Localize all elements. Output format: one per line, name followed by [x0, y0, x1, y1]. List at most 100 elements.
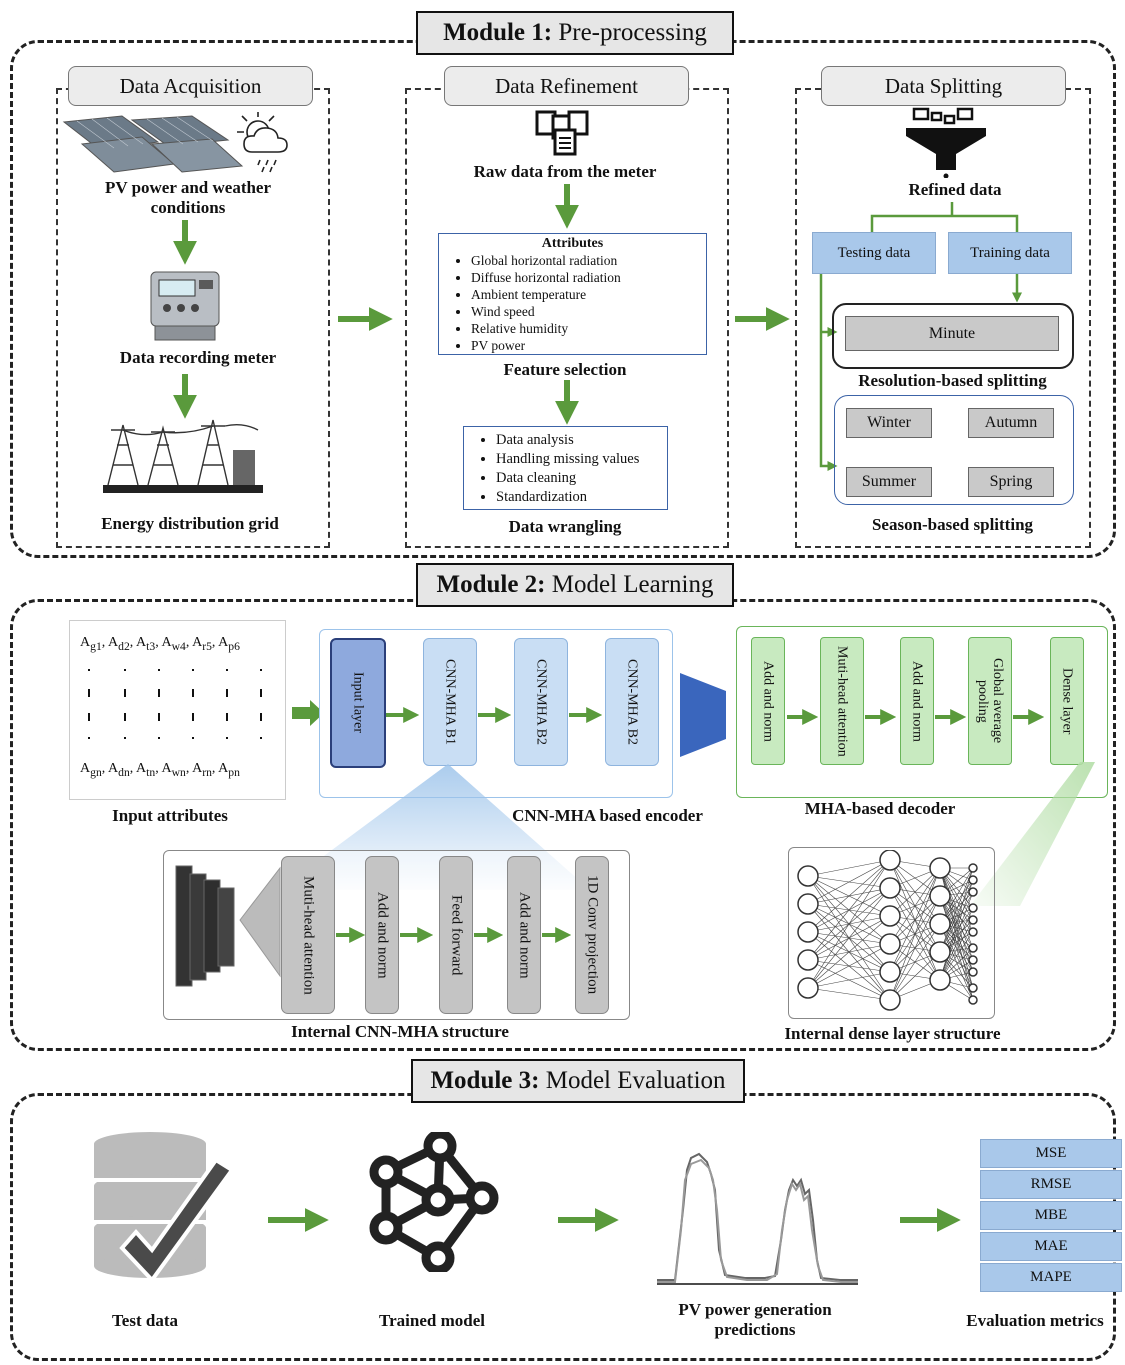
acquisition-title: Data Acquisition	[68, 66, 313, 106]
raw-data-icon	[535, 110, 589, 156]
dense-zoom-beam	[970, 762, 1095, 906]
acq-arrow-1	[173, 220, 197, 265]
splitting-title: Data Splitting	[821, 66, 1066, 106]
internal-mha: Muti-head attention	[281, 856, 335, 1014]
dense-edge	[889, 951, 941, 1001]
wrangling-item: Data analysis	[496, 431, 667, 450]
dense-edge	[939, 907, 974, 981]
dense-node	[968, 887, 978, 897]
conv-feature-maps-icon	[175, 865, 281, 987]
decoder-caption: MHA-based decoder	[804, 799, 956, 818]
dense-node	[929, 857, 951, 879]
season-winter: Winter	[846, 408, 932, 438]
attribute-item: Wind speed	[471, 303, 706, 320]
internal-arrows	[336, 927, 572, 943]
decoder-add-norm-2: Add and norm	[900, 637, 934, 765]
solar-panel-icon	[62, 112, 288, 173]
pv-predictions-caption: PV power generation predictions	[678, 1300, 832, 1339]
attr-symbol: Ad2,	[108, 635, 137, 653]
dense-node	[968, 863, 978, 873]
attr-symbol: At3,	[136, 635, 162, 653]
dense-node	[879, 933, 901, 955]
grid-caption: Energy distribution grid	[101, 514, 279, 533]
encoder-inner-arrows	[386, 707, 603, 723]
dense-node	[879, 905, 901, 927]
decoder-gap: Global average pooling	[968, 637, 1012, 765]
dense-edge	[807, 915, 891, 989]
season-frame	[834, 395, 1074, 505]
resolution-frame	[832, 303, 1074, 369]
season-spring: Spring	[968, 467, 1054, 497]
metrics-caption: Evaluation metrics	[966, 1311, 1104, 1330]
attr-symbol: Aw4,	[161, 635, 193, 653]
acq-arrow-2	[173, 374, 197, 419]
meter-icon	[150, 271, 220, 341]
dense-node	[929, 913, 951, 935]
wrangling-box: Data analysis Handling missing values Da…	[463, 426, 668, 510]
pv-prediction-plot-icon	[657, 1152, 858, 1285]
attr-bottom-row: Agn, Adn, Atn, Awn, Arn, Apn	[80, 761, 240, 779]
metric-mbe: MBE	[980, 1201, 1122, 1230]
internal-cnn-mha-caption: Internal CNN-MHA structure	[291, 1022, 509, 1041]
m3-arrow-1	[268, 1208, 329, 1232]
attr-symbol: Apn	[218, 761, 240, 779]
dense-edge	[939, 867, 974, 953]
dense-node	[797, 949, 819, 971]
m1-arrow-ref-to-split	[735, 307, 790, 331]
dense-edge	[807, 859, 891, 961]
dense-node	[968, 875, 978, 885]
dense-node	[929, 941, 951, 963]
decoder-add-norm-1: Add and norm	[751, 637, 785, 765]
minute-box: Minute	[845, 316, 1059, 351]
metrics-stack: MSE RMSE MBE MAE MAPE	[980, 1139, 1122, 1292]
dense-network-icon	[797, 850, 978, 1011]
dense-edge	[807, 859, 891, 877]
wrangling-caption: Data wrangling	[508, 517, 622, 536]
attribute-item: Relative humidity	[471, 320, 706, 337]
dense-node	[929, 885, 951, 907]
attr-symbol: Ag1,	[80, 635, 109, 653]
wrangling-item: Standardization	[496, 488, 667, 507]
internal-add-norm-2: Add and norm	[507, 856, 541, 1014]
dense-edge	[807, 887, 891, 989]
attr-symbol: Adn,	[108, 761, 137, 779]
dense-node	[968, 995, 978, 1005]
ref-arrow-1	[555, 184, 579, 229]
encoder-block-b1: CNN-MHA B1	[423, 638, 477, 766]
season-caption: Season-based splitting	[871, 515, 1034, 534]
attr-symbol: Ar5,	[192, 635, 219, 653]
m1-arrow-acq-to-ref	[338, 307, 393, 331]
module1-title: Module 1: Pre-processing	[416, 11, 734, 55]
wrangling-item: Handling missing values	[496, 450, 667, 469]
attr-symbol: Atn,	[136, 761, 162, 779]
attr-symbol: Arn,	[192, 761, 219, 779]
testing-data-box: Testing data	[812, 232, 936, 274]
m3-arrow-3	[900, 1208, 961, 1232]
dense-node	[797, 865, 819, 887]
dense-node	[929, 969, 951, 991]
encoder-decoder-bridge	[680, 673, 726, 757]
dense-edge	[889, 867, 941, 945]
dense-node	[879, 877, 901, 899]
dense-edge	[807, 971, 891, 989]
dense-edge	[939, 891, 974, 953]
dense-edge	[939, 879, 974, 981]
pv-weather-caption: PV power and weather conditions	[104, 178, 272, 217]
refinement-title: Data Refinement	[444, 66, 689, 106]
trained-model-network-icon	[369, 1132, 499, 1272]
dense-edge	[807, 859, 891, 933]
attribute-item: PV power	[471, 337, 706, 354]
dense-edge	[889, 923, 941, 1001]
funnel-icon	[906, 107, 986, 178]
attr-symbol: Ap6	[218, 635, 240, 653]
season-summer: Summer	[846, 467, 932, 497]
dense-edge	[807, 859, 891, 905]
ref-arrow-2	[555, 380, 579, 425]
internal-add-norm-1: Add and norm	[365, 856, 399, 1014]
test-data-caption: Test data	[112, 1311, 178, 1330]
attribute-item: Ambient temperature	[471, 286, 706, 303]
dense-edge	[889, 867, 941, 917]
dense-edge	[807, 987, 891, 1001]
resolution-caption: Resolution-based splitting	[858, 371, 1047, 390]
decoder-mha: Muti-head attention	[820, 637, 864, 765]
